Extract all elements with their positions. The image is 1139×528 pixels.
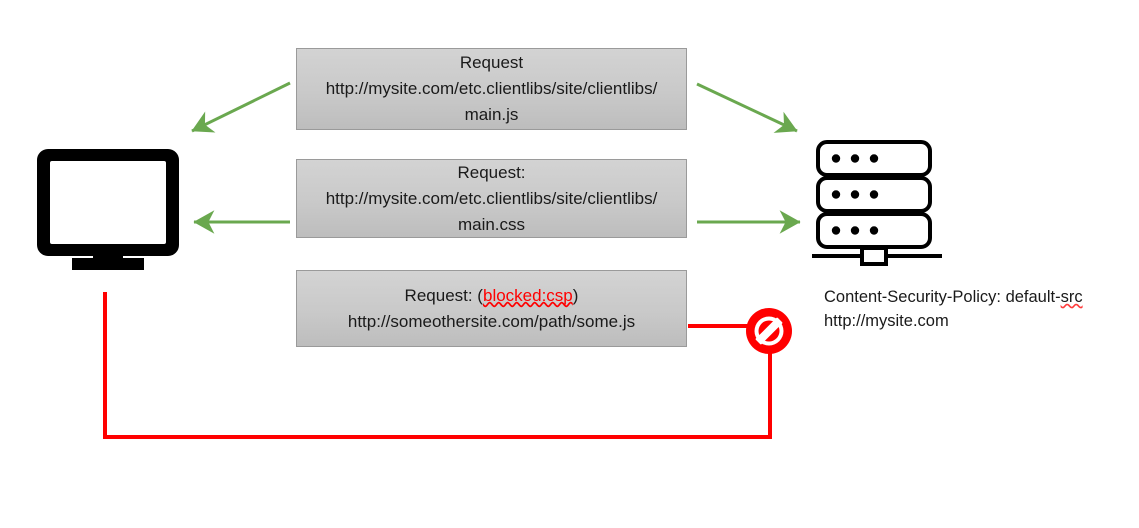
csp-header-note: Content-Security-Policy: default-src htt…: [824, 285, 1083, 333]
csp-note-src: src: [1060, 288, 1083, 306]
request-box-line-2: http://mysite.com/etc.clientlibs/site/cl…: [325, 188, 658, 208]
arrow-response-main-js: [191, 81, 291, 133]
request-box-line-3: main.js: [464, 105, 519, 124]
prohibition-icon: [746, 308, 792, 354]
blocked-request-path: [103, 292, 772, 439]
blocked-prefix: Request: (: [404, 285, 483, 305]
arrow-request-main-js: [696, 82, 798, 133]
request-box-line-1: Request:: [457, 162, 526, 182]
request-box-main-js: Request http://mysite.com/etc.clientlibs…: [296, 48, 687, 130]
request-box-main-css: Request: http://mysite.com/etc.clientlib…: [296, 159, 687, 238]
request-box-line-2: http://mysite.com/etc.clientlibs/site/cl…: [325, 79, 658, 98]
csp-note-prefix: Content-Security-Policy: default-: [824, 288, 1061, 306]
csp-note-line-2: http://mysite.com: [824, 312, 949, 330]
monitor-icon: [37, 149, 179, 270]
blocked-csp-label: blocked:csp: [482, 285, 573, 305]
request-box-line-1: Request: [459, 53, 524, 72]
blocked-suffix: ): [572, 285, 579, 305]
request-box-line-2: http://someothersite.com/path/some.js: [347, 311, 636, 331]
request-box-line-1: Request: (blocked:csp): [405, 283, 579, 309]
request-box-blocked: Request: (blocked:csp) http://someothers…: [296, 270, 687, 347]
request-box-line-3: main.css: [457, 214, 526, 234]
csp-note-line-1: Content-Security-Policy: default-src: [824, 285, 1083, 309]
server-icon: [812, 140, 942, 266]
